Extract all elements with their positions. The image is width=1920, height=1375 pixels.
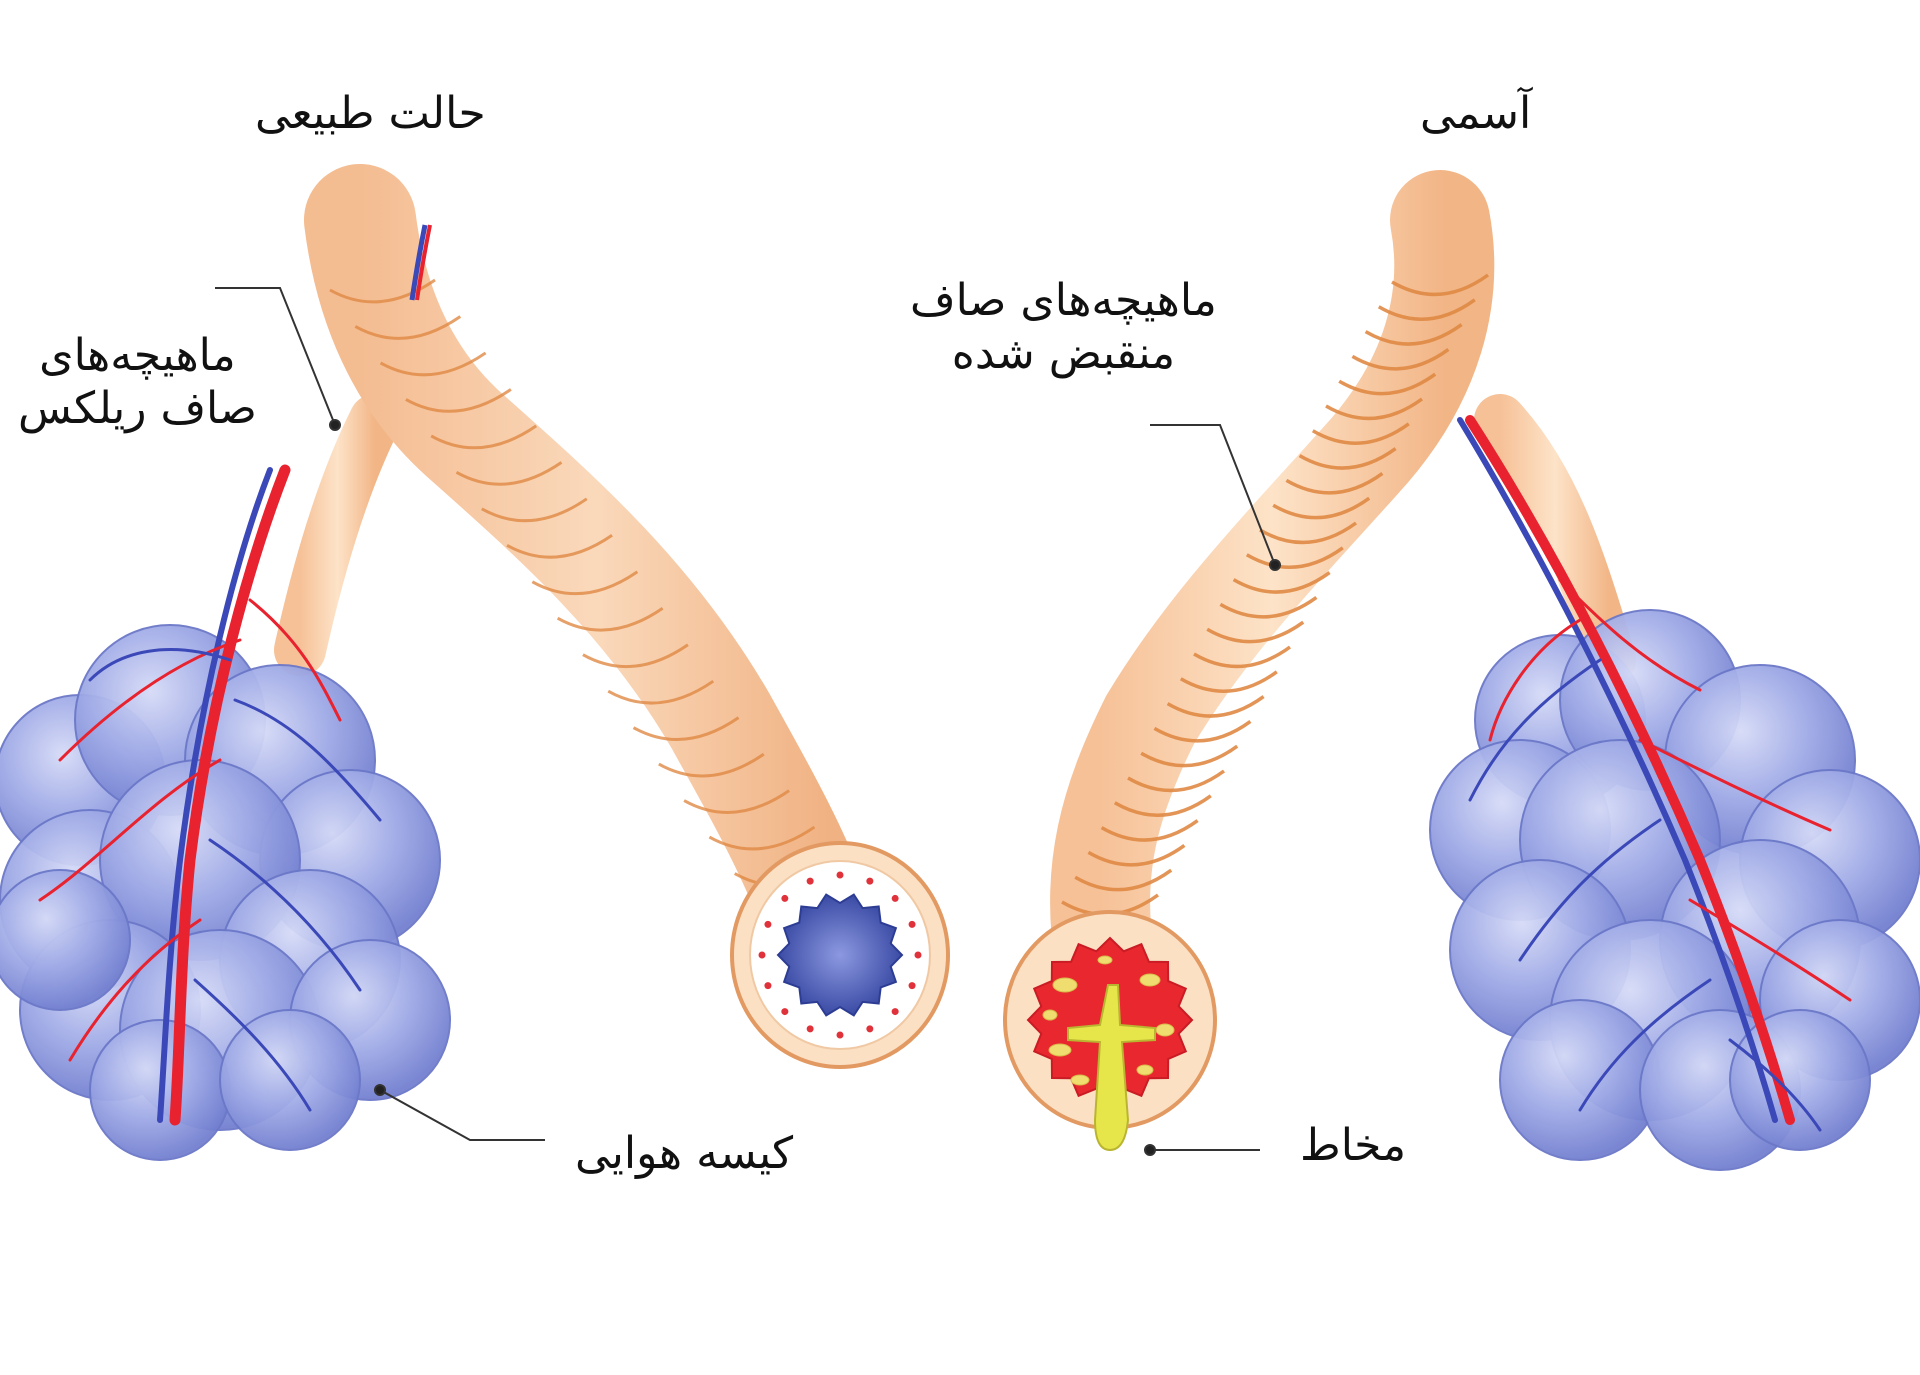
relaxed-muscle-label-line1: ماهیچه‌های	[39, 330, 236, 381]
constricted-smooth-muscle	[1061, 273, 1490, 917]
asthma-small-bronchus	[1474, 394, 1636, 686]
asthma-vein	[1457, 417, 1778, 1123]
normal-small-bronchus	[274, 394, 401, 676]
asthma-airway-cross-section	[1003, 910, 1217, 1152]
leader-constricted-muscle	[1150, 424, 1276, 566]
mucus-label: مخاط	[1300, 1120, 1407, 1171]
asthma-alveoli-cluster	[1429, 609, 1920, 1171]
mucus-plug	[1067, 984, 1156, 1152]
normal-vein	[157, 467, 273, 1123]
leader-air-sac	[379, 1089, 545, 1141]
constricted-muscle-label-line1: ماهیچه‌های صاف	[910, 275, 1217, 326]
relaxed-muscle-label-line2: صاف ریلکس	[18, 382, 257, 434]
normal-main-bronchus	[304, 164, 886, 1016]
leader-relaxed-muscle	[215, 287, 336, 426]
constricted-muscle-label-line2: منقبض شده	[951, 327, 1176, 379]
constricted-muscle-label: ماهیچه‌های صاف منقبض شده	[910, 275, 1217, 381]
normal-airway-cross-section	[730, 841, 950, 1069]
air-sac-label: کیسه هوایی	[575, 1128, 794, 1179]
normal-alveoli-cluster	[0, 624, 451, 1161]
asthma-artery	[1465, 415, 1795, 1125]
normal-artery	[169, 464, 291, 1126]
asthma-title: آسمی	[1420, 88, 1532, 139]
normal-title: حالت طبیعی	[255, 88, 486, 139]
relaxed-muscle-label: ماهیچه‌های صاف ریلکس	[18, 330, 257, 436]
